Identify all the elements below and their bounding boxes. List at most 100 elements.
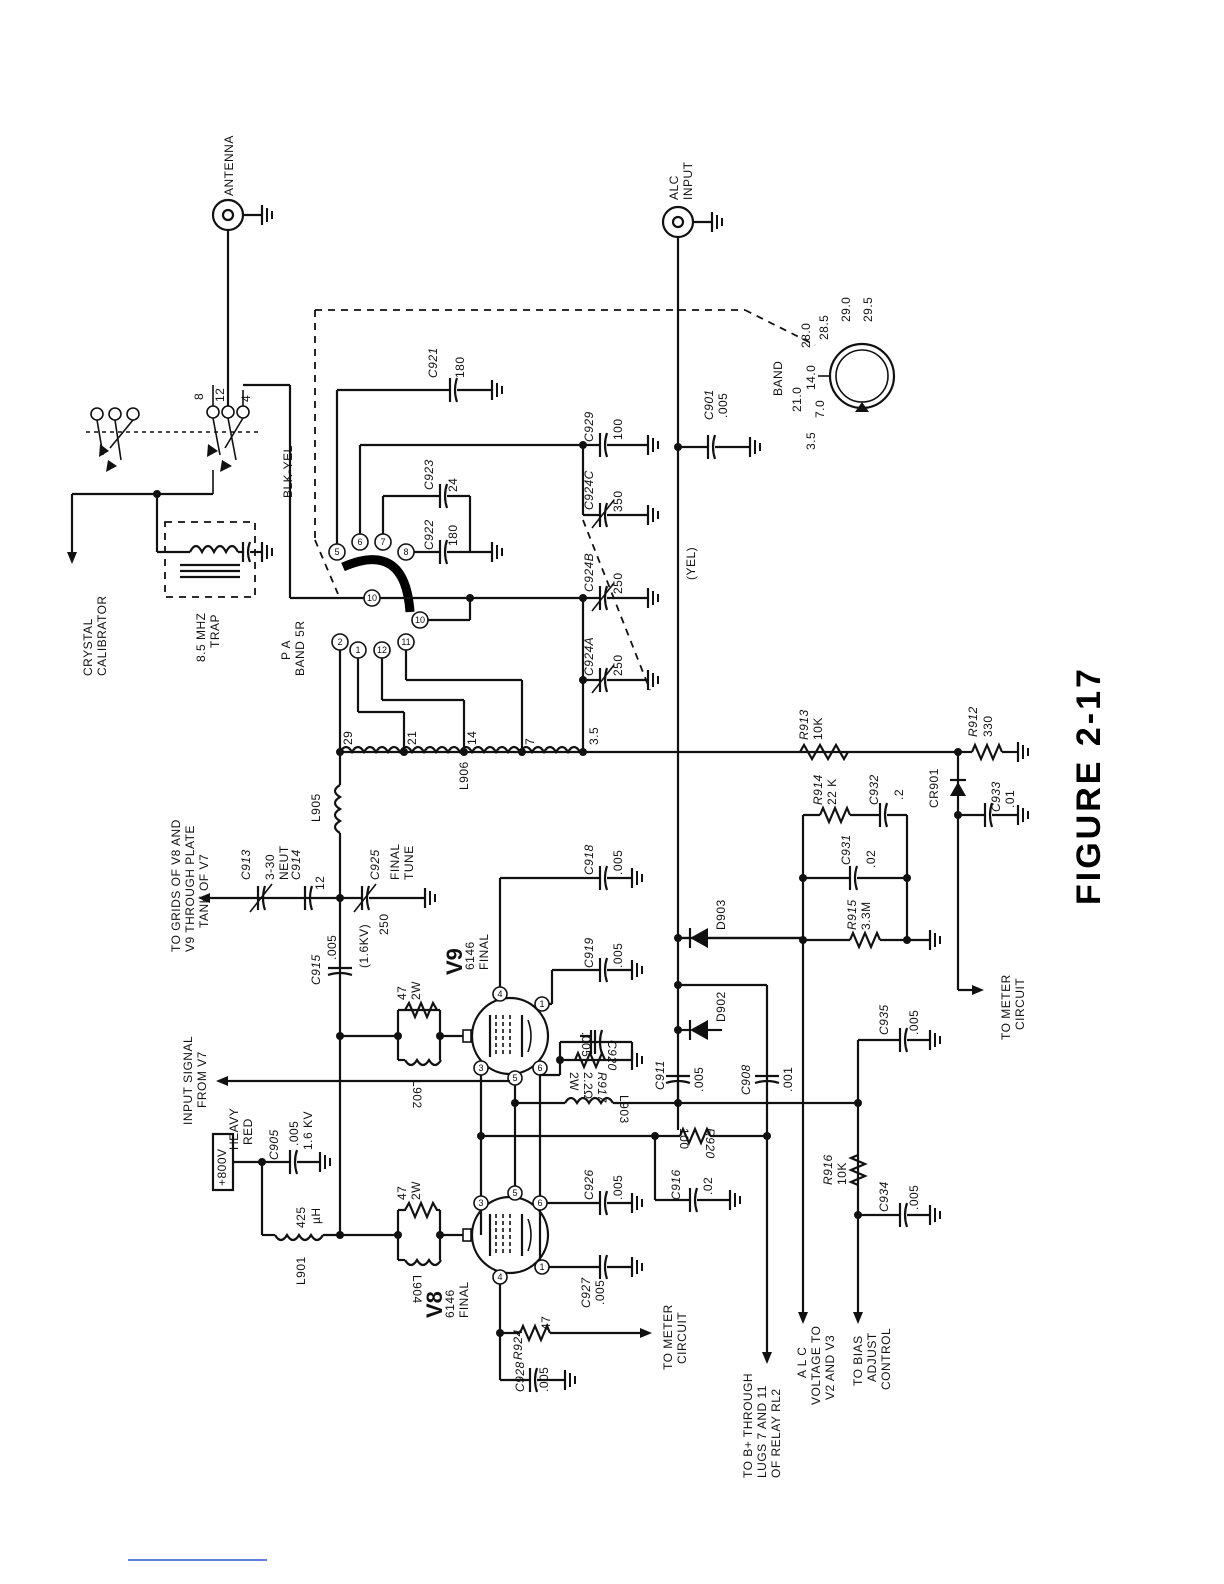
c934-ref: C934 (877, 1181, 891, 1212)
switch-pin-12: 12 (213, 388, 227, 402)
tap-3.5: 3.5 (587, 727, 601, 745)
c914-ref: C914 (289, 849, 303, 880)
c918-ref: C918 (582, 844, 596, 875)
v8-pin-4: 4 (497, 1272, 502, 1282)
v9-role: FINAL (477, 933, 491, 970)
tube-v9 (460, 986, 550, 1086)
tap-21: 21 (405, 731, 419, 745)
c924b-ref: C924B (582, 553, 596, 592)
trap-label-1: 8.5 MHZ (194, 612, 208, 662)
bplus-label-3: OF RELAY RL2 (769, 1388, 783, 1478)
tap-29: 29 (341, 731, 355, 745)
v9-type: 6146 (463, 941, 477, 970)
tap-14: 14 (465, 731, 479, 745)
v8-type: 6146 (443, 1289, 457, 1318)
r914-ref: R914 (811, 774, 825, 805)
alc-voltage-label-3: V2 AND V3 (823, 1335, 837, 1400)
band-21.0: 21.0 (790, 387, 804, 412)
v9-wiring (340, 865, 644, 1265)
l905-ref: L905 (309, 793, 323, 822)
v8-pin-3: 3 (478, 1198, 483, 1208)
bs-pin-8: 8 (403, 547, 408, 557)
blk-yel-wire (243, 383, 365, 600)
c919-val: .005 (611, 943, 625, 968)
c913-ref: C913 (239, 849, 253, 880)
c919-ref: C919 (582, 937, 596, 968)
v9-name: V9 (442, 948, 467, 975)
r913-ref: R913 (797, 709, 811, 740)
tap-7: 7 (523, 738, 537, 745)
alc-voltage-label-1: A L C (795, 1347, 809, 1378)
r924-val: 47 (539, 1316, 553, 1330)
c914-val: 12 (313, 876, 327, 890)
band-28.0: 28.0 (799, 323, 813, 348)
l901-val: 425 (294, 1206, 308, 1228)
capacitor-c924a (583, 664, 660, 694)
c918-val: .005 (611, 850, 625, 875)
c932-val: .2 (892, 789, 906, 800)
c924a-ref: C924A (582, 637, 596, 676)
b800-label: +800V (215, 1148, 229, 1186)
c920-ref: C920 (605, 1040, 619, 1071)
r-l902-val: 47 (395, 986, 409, 1000)
alc-voltage-label-2: VOLTAGE TO (809, 1326, 823, 1405)
d902-ref: D902 (714, 991, 728, 1022)
c928-val: .005 (537, 1367, 551, 1392)
c927-ref: C927 (579, 1276, 593, 1308)
bias-label-3: CONTROL (879, 1328, 893, 1390)
c925-val3: TUNE (402, 845, 416, 880)
c924c-ref: C924C (582, 470, 596, 510)
v8-pin-1: 1 (539, 1262, 544, 1272)
v8-name: V8 (422, 1291, 447, 1318)
antenna-label: ANTENNA (222, 135, 236, 196)
c911-val: .005 (692, 1067, 706, 1092)
v8-wiring (340, 1190, 652, 1393)
r914-val: 22 K (825, 778, 839, 805)
l906-ref: L906 (457, 761, 471, 790)
capacitor-c923 (438, 483, 472, 552)
c913-val2: NEUT (277, 845, 291, 880)
r916-ref: R916 (821, 1154, 835, 1185)
bias-network (477, 1027, 942, 1324)
c908-val: .001 (781, 1067, 795, 1092)
bias-label-1: TO BIAS (851, 1335, 865, 1386)
pa-band-label-1: P A (279, 640, 293, 660)
c928-ref: C928 (513, 1361, 527, 1392)
c931-val: .02 (864, 850, 878, 868)
band-3.5: 3.5 (804, 432, 818, 450)
v9-pin-6: 6 (537, 1063, 542, 1073)
l902-ref: L902 (410, 1080, 424, 1109)
meter-left-1: TO METER (661, 1304, 675, 1370)
r-l904-val2: 2W (409, 1181, 423, 1200)
c916-ref: C916 (669, 1169, 683, 1200)
resistor-r912 (954, 740, 1030, 764)
v8-pin-6: 6 (537, 1198, 542, 1208)
meter-left-2: CIRCUIT (675, 1312, 689, 1364)
c934-val: .005 (907, 1185, 921, 1210)
band-29.5: 29.5 (861, 297, 875, 322)
band-switch (328, 533, 429, 659)
v9-pin-5: 5 (512, 1073, 517, 1083)
yel-label: (YEL) (684, 547, 698, 580)
input-signal-label-1: INPUT SIGNAL (181, 1036, 195, 1125)
c929-ref: C929 (582, 411, 596, 442)
r916-val: 10K (835, 1162, 849, 1185)
capacitor-c921 (440, 377, 504, 403)
crystal-calibrator-label-1: CRYSTAL (81, 618, 95, 676)
c922-ref: C922 (422, 519, 436, 550)
plate-feed-network (198, 752, 437, 1239)
c926-val: .005 (611, 1175, 625, 1200)
capacitor-c922 (438, 539, 504, 565)
c920-val: .005 (579, 1032, 593, 1057)
cr901-ref: CR901 (927, 768, 941, 808)
c927-val: .005 (593, 1280, 607, 1305)
bias-label-2: ADJUST (865, 1332, 879, 1382)
r912-ref: R912 (966, 706, 980, 737)
c913-val: 3-30 (263, 854, 277, 880)
switch-pin-8: 8 (192, 393, 206, 400)
c901-ref: C901 (702, 389, 716, 420)
heavy-label-1: HEAVY (227, 1108, 241, 1150)
r912-val: 330 (981, 715, 995, 737)
band-29.0: 29.0 (839, 297, 853, 322)
